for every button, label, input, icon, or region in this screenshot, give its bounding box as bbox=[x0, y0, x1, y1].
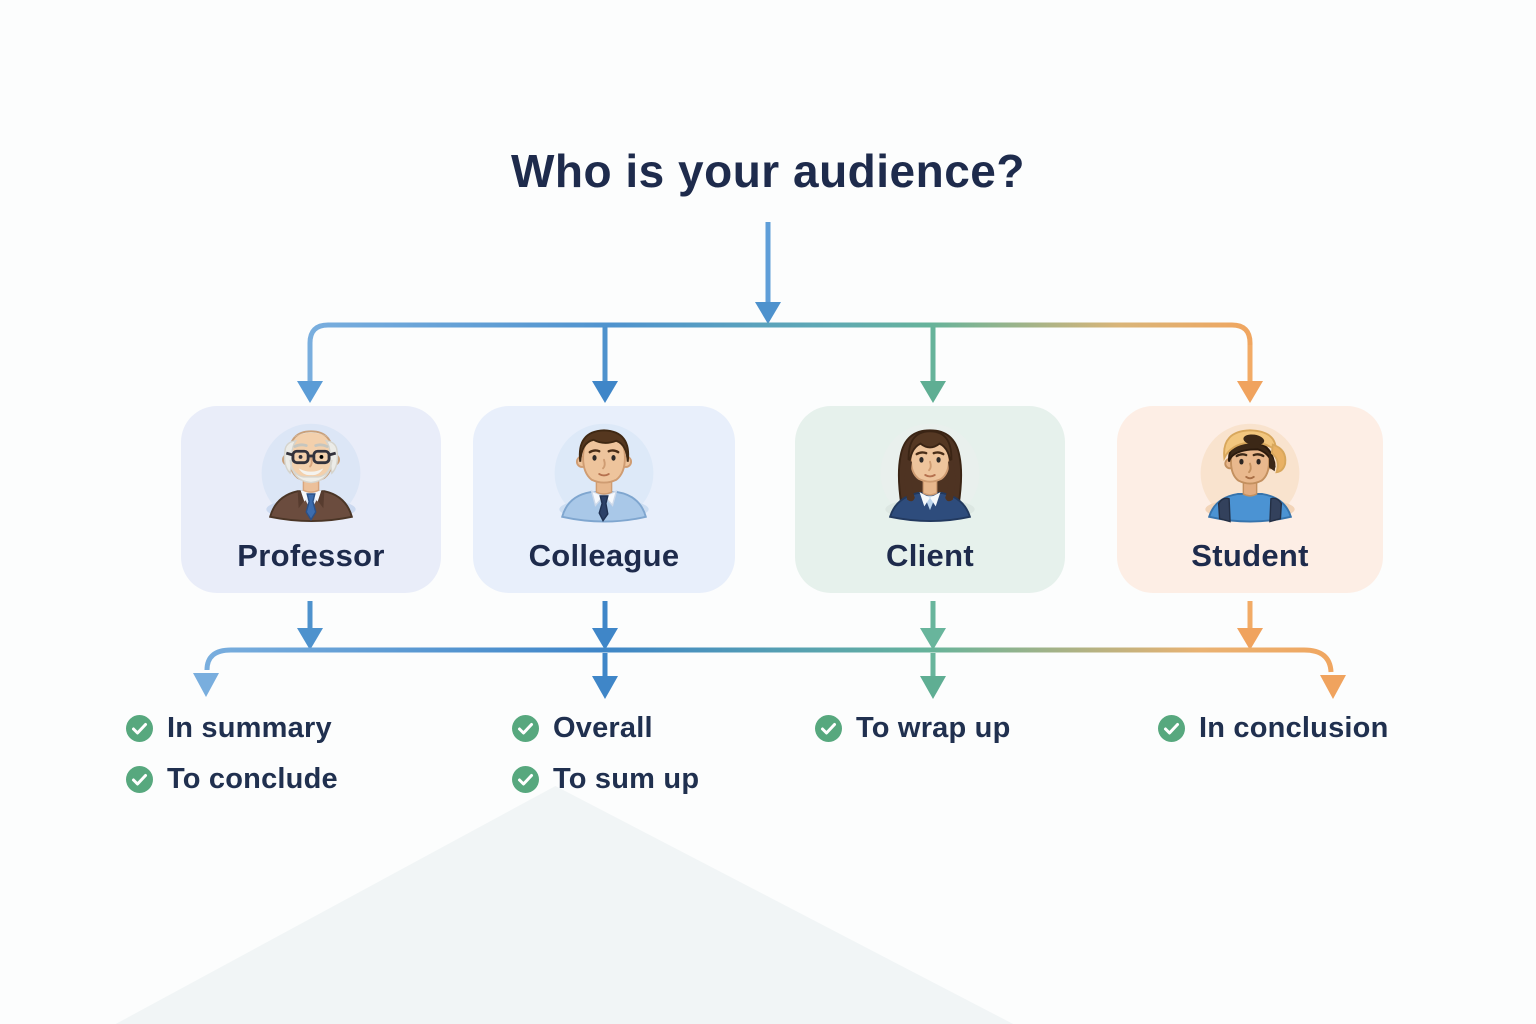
phrase-text: To sum up bbox=[553, 762, 700, 795]
professor-avatar-icon bbox=[254, 418, 368, 532]
page-title: Who is your audience? bbox=[510, 145, 1025, 197]
audience-card-student: Student bbox=[1117, 406, 1383, 593]
phrase-item: Overall bbox=[512, 711, 699, 745]
phrase-item: To sum up bbox=[512, 762, 699, 796]
phrase-list-colleague: Overall To sum up bbox=[512, 711, 699, 796]
card-label-student: Student bbox=[1191, 538, 1309, 573]
card-label-client: Client bbox=[886, 538, 974, 573]
phrase-text: Overall bbox=[553, 711, 653, 744]
phrase-text: To wrap up bbox=[856, 711, 1011, 744]
client-avatar-icon bbox=[873, 418, 987, 532]
card-label-colleague: Colleague bbox=[528, 538, 680, 573]
phrase-item: To wrap up bbox=[815, 711, 1011, 745]
phrase-item: In summary bbox=[126, 711, 338, 745]
check-icon bbox=[512, 765, 539, 793]
check-icon bbox=[126, 765, 153, 793]
phrase-list-student: In conclusion bbox=[1158, 711, 1389, 745]
audience-card-professor: Professor bbox=[181, 406, 441, 593]
colleague-avatar-icon bbox=[547, 418, 661, 532]
student-avatar-icon bbox=[1193, 418, 1307, 532]
phrase-item: In conclusion bbox=[1158, 711, 1389, 745]
audience-card-client: Client bbox=[795, 406, 1065, 593]
card-label-professor: Professor bbox=[237, 538, 385, 573]
check-icon bbox=[512, 714, 539, 742]
phrase-list-professor: In summary To conclude bbox=[126, 711, 338, 796]
phrase-text: In summary bbox=[167, 711, 332, 744]
check-icon bbox=[815, 714, 842, 742]
phrase-list-client: To wrap up bbox=[815, 711, 1011, 745]
phrase-text: In conclusion bbox=[1199, 711, 1389, 744]
bottom-connector bbox=[193, 601, 1346, 699]
audience-card-colleague: Colleague bbox=[473, 406, 735, 593]
phrase-item: To conclude bbox=[126, 762, 338, 796]
check-icon bbox=[1158, 714, 1185, 742]
top-connector bbox=[297, 222, 1263, 403]
check-icon bbox=[126, 714, 153, 742]
phrase-text: To conclude bbox=[167, 762, 338, 795]
background-mountain bbox=[112, 786, 1017, 1024]
